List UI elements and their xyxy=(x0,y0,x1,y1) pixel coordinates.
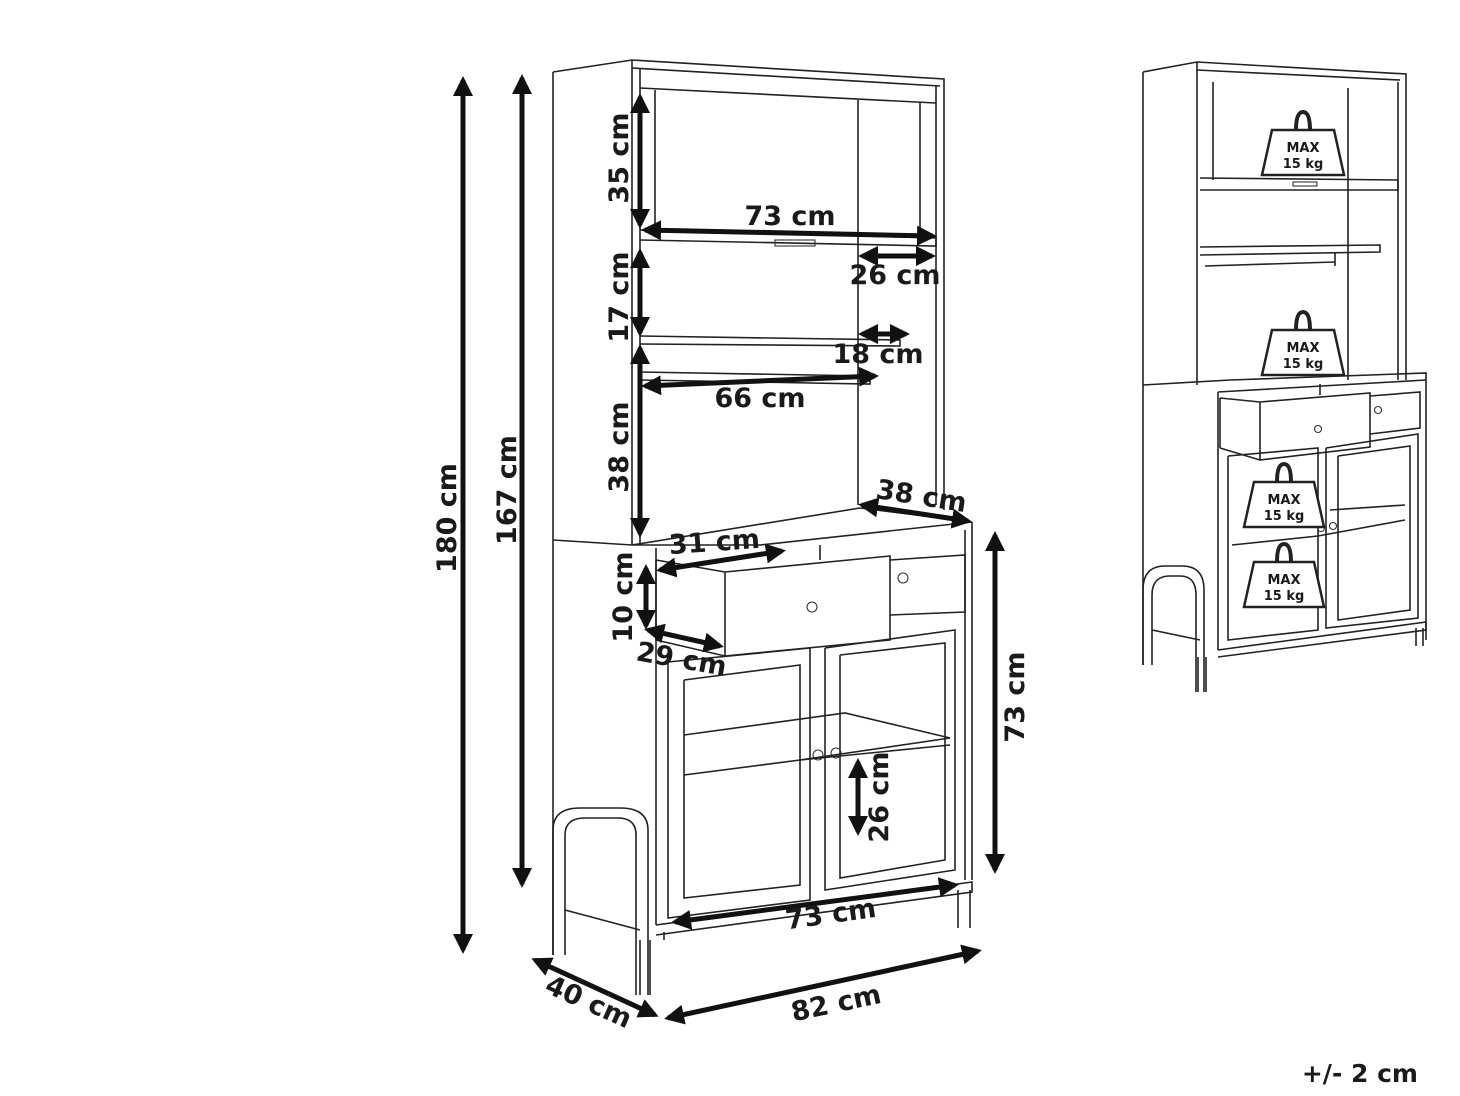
weight-icon-3: MAX 15 kg xyxy=(1242,461,1326,529)
label-31: 31 cm xyxy=(668,524,761,561)
load-capacity-drawing xyxy=(1142,61,1427,692)
label-17: 17 cm xyxy=(604,251,635,342)
label-35: 35 cm xyxy=(604,112,635,203)
weight-1-kg: 15 kg xyxy=(1283,157,1324,172)
weight-2-kg: 15 kg xyxy=(1283,357,1324,372)
tolerance-note: +/- 2 cm xyxy=(1302,1059,1418,1088)
dimension-arrows xyxy=(453,74,1005,1025)
label-167: 167 cm xyxy=(492,435,523,545)
label-18: 18 cm xyxy=(832,339,923,370)
label-73-right: 73 cm xyxy=(1000,651,1031,742)
weight-3-kg: 15 kg xyxy=(1264,509,1305,524)
label-73-top: 73 cm xyxy=(744,201,835,232)
label-40: 40 cm xyxy=(541,970,637,1035)
label-38-height: 38 cm xyxy=(604,401,635,492)
label-26-inner: 26 cm xyxy=(864,751,895,842)
weight-4-max: MAX xyxy=(1267,573,1300,588)
weight-4-kg: 15 kg xyxy=(1264,589,1305,604)
label-10: 10 cm xyxy=(608,551,639,642)
weight-icon-4: MAX 15 kg xyxy=(1242,541,1326,609)
label-180: 180 cm xyxy=(432,463,463,573)
weight-icon-2: MAX 15 kg xyxy=(1260,309,1346,377)
label-66: 66 cm xyxy=(714,383,805,414)
label-73-bottom: 73 cm xyxy=(784,893,879,936)
weight-2-max: MAX xyxy=(1286,341,1319,356)
label-26-top: 26 cm xyxy=(849,260,940,291)
weight-1-max: MAX xyxy=(1286,141,1319,156)
weight-3-max: MAX xyxy=(1267,493,1300,508)
weight-icon-1: MAX 15 kg xyxy=(1260,109,1346,177)
dimension-labels: 180 cm 167 cm 35 cm 73 cm 26 cm 17 cm 18… xyxy=(432,112,1031,1034)
